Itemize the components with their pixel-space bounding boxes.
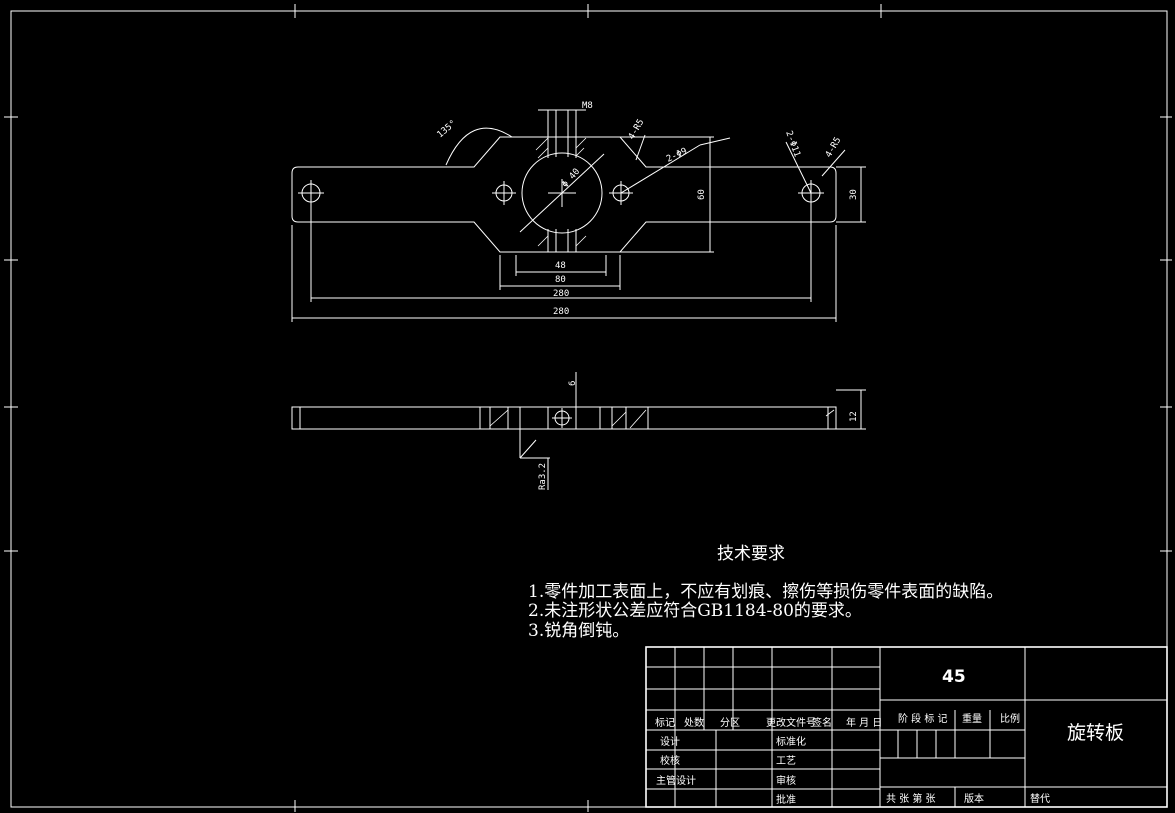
border-ticks xyxy=(4,4,1172,812)
dim-angle-135: 135° xyxy=(436,119,459,141)
tb-process: 工艺 xyxy=(776,755,796,767)
notes-line-1: 1.零件加工表面上，不应有划痕、擦伤等损伤零件表面的缺陷。 xyxy=(528,582,1003,602)
tb-version: 版本 xyxy=(964,792,984,805)
tb-standardize: 标准化 xyxy=(776,735,806,748)
tb-replace: 替代 xyxy=(1030,792,1050,805)
tb-approve: 批准 xyxy=(776,793,796,806)
material-text: 45 xyxy=(942,667,966,687)
part-name: 旋转板 xyxy=(1067,722,1124,744)
tb-scale: 比例 xyxy=(1000,712,1020,725)
dim-6: 6 xyxy=(568,381,578,386)
dim-48: 48 xyxy=(555,261,566,271)
tb-chief: 主管设计 xyxy=(656,774,696,787)
notes-line-2: 2.未注形状公差应符合GB1184-80的要求。 xyxy=(528,601,862,621)
dim-12: 12 xyxy=(849,411,859,422)
m8-thread xyxy=(538,109,586,252)
dim-2-dia9: 2-Φ9 xyxy=(665,146,689,164)
dim-dia40: Φ 40 xyxy=(561,167,583,190)
notes-heading: 技术要求 xyxy=(717,544,785,564)
tb-weight: 重量 xyxy=(962,712,982,725)
tb-design: 设计 xyxy=(660,735,680,748)
dim-280: 280 xyxy=(553,307,569,317)
tb-date: 年 月 日 xyxy=(846,716,882,729)
tb-count: 处数 xyxy=(684,716,704,729)
tb-zone: 分区 xyxy=(720,717,740,729)
tb-stage-mark: 阶 段 标 记 xyxy=(898,712,948,725)
dim-260: 280 xyxy=(553,289,569,299)
tb-sign: 签名 xyxy=(812,716,832,729)
dim-m8: M8 xyxy=(582,101,593,111)
tb-mark: 标记 xyxy=(655,717,675,729)
tb-doc-no: 更改文件号 xyxy=(766,716,816,729)
dim-80: 80 xyxy=(555,275,566,285)
tb-sheets: 共 张 第 张 xyxy=(886,792,936,805)
dim-2-dia11: 2-Φ11 xyxy=(783,130,802,159)
plate-side-view: 6 12 Ra3.2 xyxy=(291,372,866,490)
notes-line-3: 3.锐角倒钝。 xyxy=(528,621,629,641)
dim-30: 30 xyxy=(849,189,859,200)
tb-review: 审核 xyxy=(776,774,796,787)
dim-4r5-right: 4-R5 xyxy=(824,136,844,160)
title-block: 45 旋转板 标记 处数 分区 更改文件号 签名 年 月 日 阶 段 标 记 重… xyxy=(645,646,1168,808)
dim-60: 60 xyxy=(697,189,707,200)
center-bore xyxy=(521,152,603,234)
roughness-symbol: Ra3.2 xyxy=(538,463,548,490)
dimension-lines xyxy=(291,127,866,322)
technical-requirements: 技术要求 1.零件加工表面上，不应有划痕、擦伤等损伤零件表面的缺陷。 2.未注形… xyxy=(528,544,1003,641)
drawing-border xyxy=(10,10,1168,808)
tb-check: 校核 xyxy=(660,754,680,767)
plate-front-view: M8 135° 4-R5 2-Φ9 2-Φ11 4-R5 Φ 40 60 30 … xyxy=(291,101,866,322)
